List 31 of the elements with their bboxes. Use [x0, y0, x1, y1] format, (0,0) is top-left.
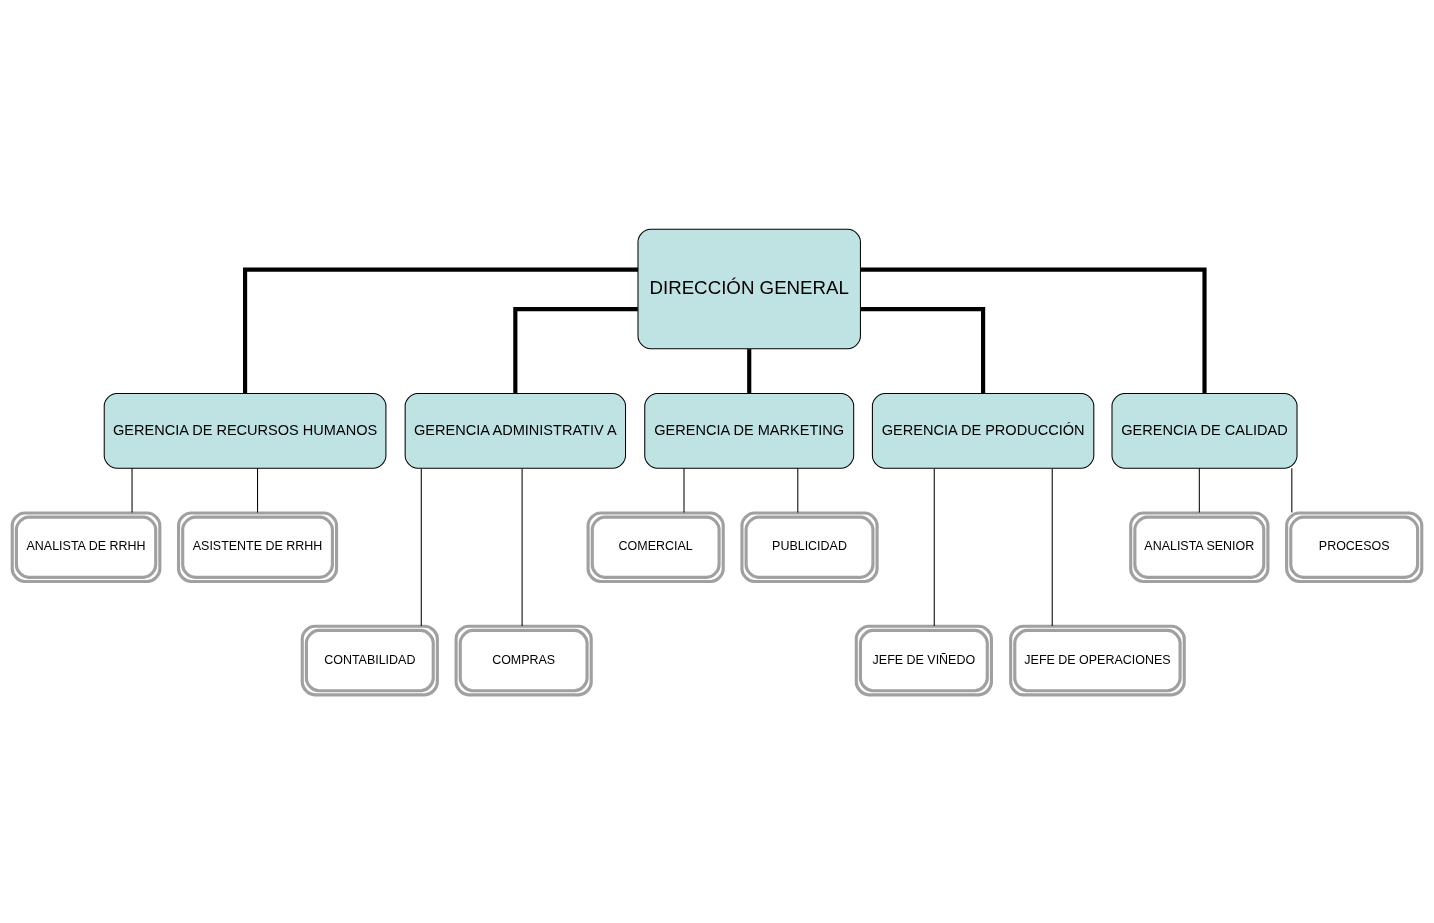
node-box: GERENCIA DE RECURSOS HUMANOS — [103, 392, 387, 469]
connector — [1051, 467, 1053, 626]
connector — [683, 467, 685, 513]
node-box: COMERCIAL — [586, 510, 725, 583]
connector — [747, 348, 752, 393]
connector — [257, 467, 259, 513]
connector — [933, 467, 935, 626]
node-box: PROCESOS — [1285, 510, 1424, 583]
connector — [521, 467, 523, 626]
node-box: GERENCIA DE PRODUCCIÓN — [871, 392, 1095, 469]
connector — [243, 267, 638, 393]
node-box: ANALISTA DE RRHH — [10, 510, 162, 583]
node-box: CONTABILIDAD — [300, 624, 439, 696]
connector — [860, 306, 986, 393]
connector — [513, 306, 638, 393]
connector — [860, 267, 1207, 393]
node-box: ANALISTA SENIOR — [1129, 510, 1270, 583]
node-box: GERENCIA ADMINISTRATIV A — [404, 392, 627, 469]
node-box: JEFE DE OPERACIONES — [1009, 624, 1186, 696]
connector — [1198, 467, 1200, 513]
node-box: DIRECCIÓN GENERAL — [637, 228, 861, 349]
connector — [131, 467, 133, 513]
connector — [420, 467, 422, 626]
node-box: ASISTENTE DE RRHH — [177, 510, 339, 583]
node-box: COMPRAS — [454, 624, 593, 696]
node-box: GERENCIA DE CALIDAD — [1111, 392, 1298, 469]
connector — [797, 467, 799, 513]
connector — [1291, 467, 1293, 513]
node-box: GERENCIA DE MARKETING — [644, 392, 855, 469]
node-box: PUBLICIDAD — [740, 510, 879, 583]
node-box: JEFE DE VIÑEDO — [854, 624, 993, 696]
